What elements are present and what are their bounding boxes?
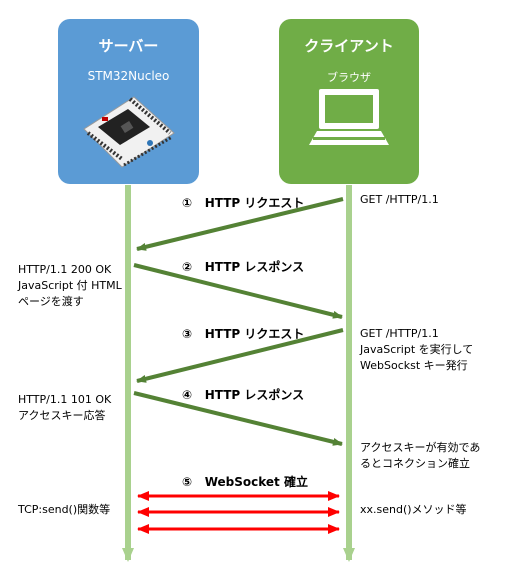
- step-4-num: ④: [182, 388, 193, 402]
- step-5-label: ⑤ WebSocket 確立: [182, 473, 308, 490]
- step-3-label: ③ HTTP リクエスト: [182, 325, 304, 342]
- server-send-note: TCP:send()関数等: [18, 503, 111, 516]
- arrow-step-2: [133, 263, 343, 319]
- server-response-note-2: HTTP/1.1 101 OK アクセスキー応答: [18, 393, 112, 422]
- arrow-step-1: [136, 197, 344, 251]
- step-4-text: HTTP レスポンス: [204, 388, 305, 402]
- arrow-step-3: [136, 328, 344, 383]
- step-4-label: ④ HTTP レスポンス: [182, 386, 304, 403]
- step-1-label: ① HTTP リクエスト: [182, 194, 304, 211]
- client-connection-note: アクセスキーが有効であ るとコネクション確立: [360, 441, 481, 470]
- server-box: サーバー STM32Nucleo: [58, 19, 199, 184]
- step-2-label: ② HTTP レスポンス: [182, 258, 304, 275]
- client-app-label: ブラウザ: [327, 71, 371, 84]
- client-title: クライアント: [304, 37, 394, 55]
- step-2-num: ②: [182, 260, 193, 274]
- server-title: サーバー: [98, 37, 159, 55]
- step-3-num: ③: [182, 327, 193, 341]
- step-1-num: ①: [182, 196, 193, 210]
- client-get-note-2: GET /HTTP/1.1 JavaScript を実行して WebSockst…: [360, 327, 474, 372]
- client-get-note-1: GET /HTTP/1.1: [360, 193, 439, 206]
- step-5-text: WebSocket 確立: [204, 475, 308, 489]
- client-box: クライアント ブラウザ: [279, 19, 419, 184]
- step-3-text: HTTP リクエスト: [204, 327, 305, 341]
- server-device-label: STM32Nucleo: [87, 69, 170, 83]
- arrow-step-4: [133, 391, 343, 446]
- step-1-text: HTTP リクエスト: [204, 196, 305, 210]
- laptop-icon: [309, 89, 389, 145]
- server-response-note-1: HTTP/1.1 200 OK JavaScript 付 HTML ページを渡す: [18, 263, 122, 308]
- board-icon: [83, 96, 175, 168]
- client-send-note: xx.send()メソッド等: [360, 503, 467, 516]
- step-2-text: HTTP レスポンス: [204, 260, 305, 274]
- step-5-num: ⑤: [182, 475, 193, 489]
